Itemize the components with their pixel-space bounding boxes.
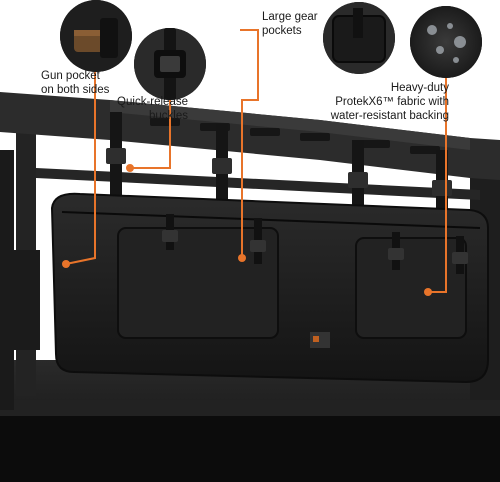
quick-release-line1: Quick-release	[117, 96, 188, 108]
front-pocket-left	[117, 227, 279, 339]
large-gear-line1: Large gear	[262, 11, 318, 23]
heavy-duty-line1: Heavy-duty	[390, 82, 449, 94]
bed-rim	[0, 400, 500, 416]
buckle-inset	[134, 28, 206, 100]
large-gear-line2: pockets	[262, 25, 302, 37]
quick-release-line2: buckles	[149, 110, 188, 122]
callout-large-gear: Large gear pockets	[262, 10, 342, 38]
gun-pocket-line2: on both sides	[41, 84, 110, 96]
callout-gun-pocket: Gun pocket on both sides	[41, 69, 110, 97]
gun-pocket-inset	[60, 0, 132, 72]
front-pocket-right	[355, 237, 467, 339]
fabric-inset	[410, 6, 482, 78]
side-net	[0, 250, 40, 350]
gun-pocket-line1: Gun pocket	[41, 70, 100, 82]
heavy-duty-line3: water-resistant backing	[330, 110, 449, 122]
gear-pocket-inset	[323, 2, 395, 74]
top-rack	[0, 92, 500, 180]
callout-heavy-duty: Heavy-duty ProtekX6™ fabric with water-r…	[300, 81, 449, 123]
heavy-duty-line2: ProtekX6™ fabric with	[335, 96, 449, 108]
callout-quick-release: Quick-release buckles	[96, 95, 188, 123]
left-post	[16, 96, 36, 396]
